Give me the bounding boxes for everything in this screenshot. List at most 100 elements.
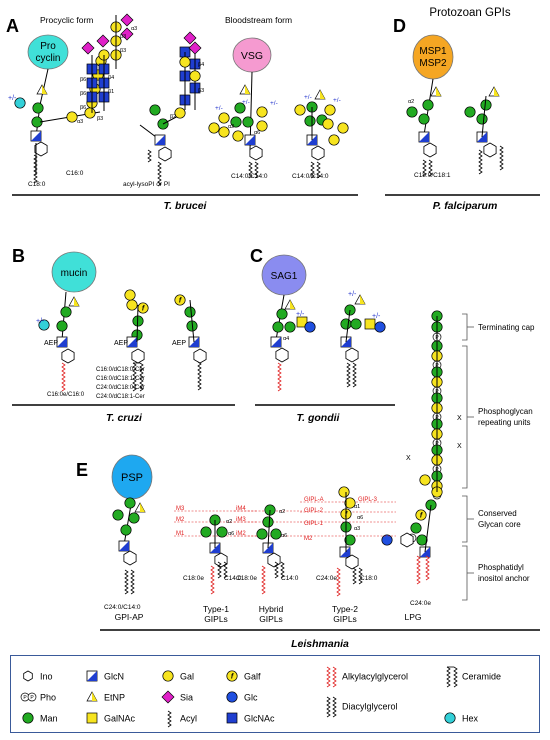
bond-line	[424, 504, 432, 553]
sialic-acid-icon	[120, 27, 134, 41]
linkage-label: X	[457, 443, 462, 450]
linkage-label: +/-	[304, 94, 312, 101]
linkage-label: X	[406, 455, 411, 462]
aep-label: AEP	[172, 340, 186, 347]
gipl-label: iM2	[236, 531, 246, 537]
mannose-icon	[476, 113, 488, 125]
linkage-label: X	[457, 415, 462, 422]
lipid-label: C24:0e	[410, 600, 431, 607]
linkage-label: α6	[254, 130, 260, 136]
mannose-icon	[422, 99, 434, 111]
acyl-chain	[310, 161, 315, 179]
acyl-chain	[453, 666, 458, 688]
lipid-label: C14:0	[281, 575, 299, 582]
legend-label: Diacylglycerol	[342, 702, 398, 712]
linkage-label: β3	[198, 88, 204, 94]
protein-bubble	[51, 251, 97, 293]
legend-label: GalNAc	[104, 714, 136, 724]
acyl-chain	[248, 161, 253, 179]
linkage-label: β1	[108, 89, 114, 95]
mannose-icon	[410, 522, 422, 534]
legend-label: Man	[40, 714, 58, 724]
lipid-label: C24:0/dC18:1-Cer	[96, 394, 145, 400]
panel-subtitle: Procyclic form	[40, 15, 93, 25]
inositol-icon	[400, 532, 414, 548]
mannose-icon	[120, 524, 132, 536]
legend-label: EtNP	[104, 693, 125, 703]
mannose-icon	[32, 102, 44, 114]
glcn-half	[271, 337, 281, 347]
inositol-icon	[61, 348, 75, 364]
mannose-icon	[272, 321, 284, 333]
glucose-icon	[304, 321, 316, 333]
acyl-chain	[167, 710, 172, 728]
sialic-acid-icon	[120, 13, 134, 27]
gipl-label: M1	[176, 531, 185, 537]
phosphate-mark: P	[30, 695, 34, 701]
acyl-chain	[132, 362, 137, 392]
mannose-icon	[242, 116, 254, 128]
region-bracket	[462, 545, 468, 601]
linkage-label: β4	[108, 75, 114, 81]
panel-letter: D	[393, 16, 406, 36]
mannose-icon	[464, 106, 476, 118]
inositol-icon	[267, 552, 281, 568]
protein-label: mucin	[61, 268, 88, 279]
linkage-label: β6	[80, 105, 86, 111]
galactose-icon	[174, 107, 186, 119]
inositol-icon	[249, 145, 263, 161]
galactose-icon	[179, 56, 191, 68]
glcnac-icon	[226, 712, 238, 724]
acyl-chain	[261, 565, 266, 595]
acyl-chain	[425, 555, 430, 581]
panel-letter: C	[250, 246, 263, 266]
etnp-half	[436, 87, 441, 96]
etnp-half	[245, 85, 250, 94]
acyl-chain	[33, 154, 38, 184]
gipl-label: GIPL-1	[304, 521, 324, 527]
inositol-icon	[311, 145, 325, 161]
galnac-icon	[296, 316, 308, 328]
gipl-label: GIPL-2	[304, 508, 324, 514]
lipid-label: C24:0/C14:0	[104, 604, 141, 611]
linkage-label: +/-	[36, 318, 45, 325]
legend-label: Acyl	[180, 714, 197, 724]
inositol-icon	[23, 670, 33, 682]
galactose-icon	[419, 474, 431, 486]
etnp-half	[290, 300, 295, 309]
structure-label: LPG	[404, 612, 421, 622]
linkage-label: β3	[120, 48, 126, 54]
mannose-icon	[149, 104, 161, 116]
acyl-chain	[124, 569, 129, 595]
mannose-icon	[416, 534, 428, 546]
organism-label: P. falciparum	[433, 200, 498, 212]
aep-label: AEP	[44, 340, 58, 347]
legend-label: Sia	[180, 693, 193, 703]
acyl-chain	[217, 561, 222, 579]
bond-line	[345, 309, 351, 343]
panel-letter: B	[12, 246, 25, 266]
linkage-label: α6	[281, 533, 287, 539]
organism-label: Leishmania	[291, 638, 349, 650]
inositol-icon	[275, 347, 289, 363]
glucose-icon	[381, 534, 393, 546]
acyl-chain	[422, 159, 427, 177]
galactose-icon	[256, 106, 268, 118]
lipid-label: C14:0/C14:0	[231, 173, 268, 180]
lipid-label: C16:0e/C16:0	[47, 392, 85, 398]
sialic-acid-icon	[96, 34, 110, 48]
linkage-label: α2	[408, 99, 414, 105]
linkage-label: +/-	[242, 99, 250, 106]
gipl-label: iM4	[236, 506, 246, 512]
acyl-chain	[332, 696, 337, 718]
mannose-icon	[340, 318, 352, 330]
mannose-icon	[406, 106, 418, 118]
organism-label: T. cruzi	[106, 412, 143, 424]
acyl-chain	[326, 696, 331, 718]
linkage-label: +/-	[215, 105, 223, 112]
mannose-icon	[124, 497, 136, 509]
lipid-label: C18:0e	[236, 575, 257, 582]
linkage-label: α1	[354, 504, 360, 510]
